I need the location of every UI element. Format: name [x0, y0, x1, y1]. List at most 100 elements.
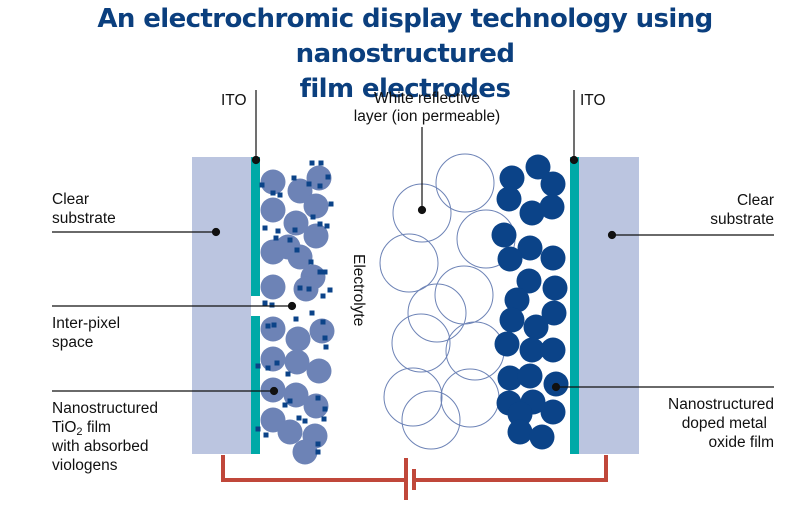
viologen-square: [291, 175, 297, 181]
white-reflective-layer: [379, 153, 516, 450]
doped-metal-oxide-film: [491, 154, 569, 450]
label-metal-oxide-3: oxide film: [709, 434, 774, 451]
label-white-layer-1: White reflective: [374, 90, 480, 107]
viologen-square: [324, 223, 330, 229]
leader-dot-substrate-left: [211, 227, 221, 237]
viologen-square: [306, 286, 312, 292]
white-layer-particle: [407, 283, 467, 343]
metal-oxide-particle: [496, 186, 522, 212]
metal-oxide-particle: [494, 331, 520, 357]
viologen-square: [327, 287, 333, 293]
tio2-particle: [260, 197, 286, 223]
viologen-square: [309, 310, 315, 316]
tio2-particle: [285, 326, 311, 352]
label-substrate-right-2: substrate: [710, 211, 774, 228]
tio2-particle: [260, 239, 286, 265]
viologen-square: [269, 302, 275, 308]
viologen-square: [310, 214, 316, 220]
tio2-particle: [293, 276, 319, 302]
metal-oxide-particle: [540, 399, 566, 425]
tio2-particle: [303, 223, 329, 249]
viologen-square: [293, 316, 299, 322]
circuit-wire-right: [413, 455, 608, 482]
metal-oxide-particle: [519, 337, 545, 363]
tio2-particle: [306, 165, 332, 191]
label-ito-right: ITO: [580, 92, 606, 109]
title-line-2: film electrodes: [299, 74, 511, 104]
viologen-square: [262, 300, 268, 306]
tio2-particle: [292, 439, 318, 465]
metal-oxide-particle: [540, 245, 566, 271]
white-layer-particle: [445, 321, 505, 381]
viologen-square: [325, 174, 331, 180]
right-clear-substrate: [579, 157, 639, 454]
white-layer-particle: [401, 390, 461, 450]
viologen-square: [262, 225, 268, 231]
viologen-square: [318, 160, 324, 166]
diagram-title: An electrochromic display technology usi…: [0, 2, 810, 107]
viologen-square: [271, 322, 277, 328]
viologen-square: [317, 221, 323, 227]
leader-lines: [52, 90, 774, 396]
leader-dot-substrate-right: [607, 230, 617, 240]
viologen-square: [287, 237, 293, 243]
viologen-square: [322, 406, 328, 412]
left-ito-layer-bottom: [251, 316, 260, 454]
viologen-square: [292, 227, 298, 233]
viologen-square: [322, 269, 328, 275]
viologen-square: [277, 192, 283, 198]
viologen-square: [297, 285, 303, 291]
viologen-square: [328, 201, 334, 207]
right-ito-layer: [570, 157, 579, 454]
viologen-square: [265, 323, 271, 329]
white-layer-particle: [383, 367, 443, 427]
circuit-wire-left: [221, 455, 405, 482]
viologen-square: [308, 259, 314, 265]
leader-dot-white-layer: [417, 205, 427, 215]
viologen-square: [322, 335, 328, 341]
title-line-1: An electrochromic display technology usi…: [97, 4, 713, 69]
tio2-particle: [287, 178, 313, 204]
viologen-square: [320, 319, 326, 325]
metal-oxide-particle: [507, 401, 533, 427]
label-substrate-left-2: substrate: [52, 210, 116, 227]
viologen-square: [296, 415, 302, 421]
metal-oxide-particle: [507, 419, 533, 445]
metal-oxide-particle: [499, 307, 525, 333]
leader-dot-metal-oxide: [551, 382, 561, 392]
label-substrate-left-1: Clear: [52, 191, 89, 208]
viologen-square: [287, 398, 293, 404]
viologen-square: [315, 441, 321, 447]
label-inter-pixel-2: space: [52, 334, 93, 351]
label-tio2-sub: 2: [76, 426, 82, 438]
viologen-square: [323, 344, 329, 350]
viologen-square: [263, 432, 269, 438]
metal-oxide-particle: [541, 300, 567, 326]
tio2-particle: [287, 244, 313, 270]
white-layer-particle: [379, 233, 439, 293]
tio2-particle: [260, 346, 286, 372]
viologen-square: [306, 181, 312, 187]
white-layer-particle: [434, 265, 494, 325]
label-inter-pixel-1: Inter-pixel: [52, 315, 120, 332]
tio2-particle: [309, 318, 335, 344]
label-electrolyte: Electrolyte: [350, 254, 367, 326]
tio2-particle: [277, 419, 303, 445]
viologen-square: [270, 190, 276, 196]
viologen-square: [259, 182, 265, 188]
viologen-square: [320, 293, 326, 299]
metal-oxide-particle: [540, 337, 566, 363]
tio2-particle: [306, 358, 332, 384]
metal-oxide-particle: [499, 165, 525, 191]
external-circuit: [221, 455, 608, 500]
metal-oxide-particle: [517, 235, 543, 261]
viologen-square: [317, 269, 323, 275]
metal-oxide-particle: [497, 365, 523, 391]
viologen-square: [302, 418, 308, 424]
viologen-square: [275, 228, 281, 234]
metal-oxide-particle: [523, 314, 549, 340]
label-tio2-4: viologens: [52, 457, 118, 474]
label-white-layer-2: layer (ion permeable): [354, 108, 500, 125]
tio2-particle: [303, 193, 329, 219]
